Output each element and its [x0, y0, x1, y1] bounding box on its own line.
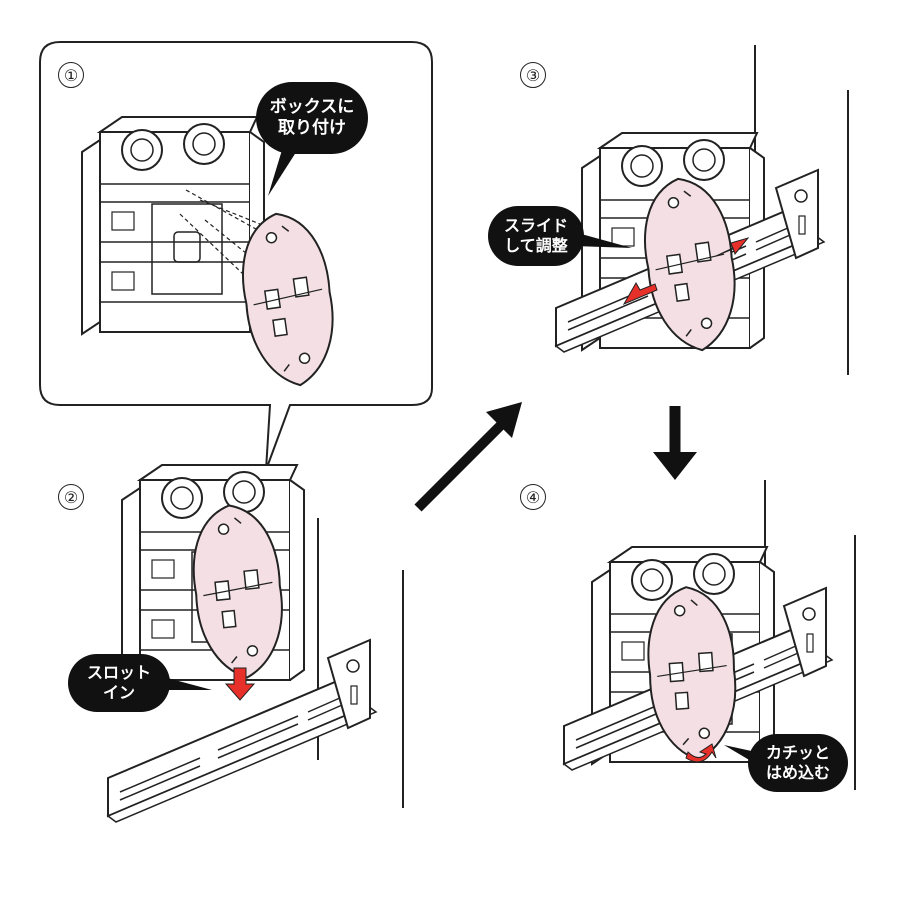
- electrical-box-1: [81, 116, 265, 335]
- bubble-tail-2: [160, 676, 212, 690]
- caption-line: スライド: [503, 216, 568, 236]
- panel-step-1: [39, 41, 433, 471]
- arrow-to-step-4-icon: [653, 406, 697, 480]
- bubble-tail-1: [268, 146, 300, 196]
- caption-line: カチッと: [765, 743, 830, 763]
- panel-step-3: [555, 45, 849, 375]
- caption-line: はめ込む: [765, 763, 830, 782]
- step-number-2: ②: [58, 484, 84, 510]
- caption-line: 取り付け: [278, 118, 346, 138]
- step-number-3: ③: [520, 62, 546, 88]
- panel-step-2: [107, 464, 404, 823]
- caption-bubble-4: カチッと はめ込む: [748, 734, 848, 792]
- arrow-to-step-3-icon: [414, 402, 522, 512]
- caption-line: して調整: [504, 236, 568, 255]
- bubble-tail-3: [574, 232, 632, 248]
- step-number-1: ①: [58, 62, 84, 88]
- caption-line: スロット: [86, 663, 151, 683]
- slide-arrows-red: [622, 237, 750, 306]
- caption-line: イン: [102, 683, 135, 702]
- snap-arrow-red: [685, 743, 717, 763]
- down-arrow-red: [224, 667, 256, 701]
- caption-bubble-3: スライド して調整: [488, 206, 584, 266]
- caption-bubble-1: ボックスに 取り付け: [256, 82, 368, 154]
- caption-line: ボックスに: [269, 97, 355, 118]
- step-number-4: ④: [520, 484, 546, 510]
- caption-bubble-2: スロット イン: [68, 654, 170, 712]
